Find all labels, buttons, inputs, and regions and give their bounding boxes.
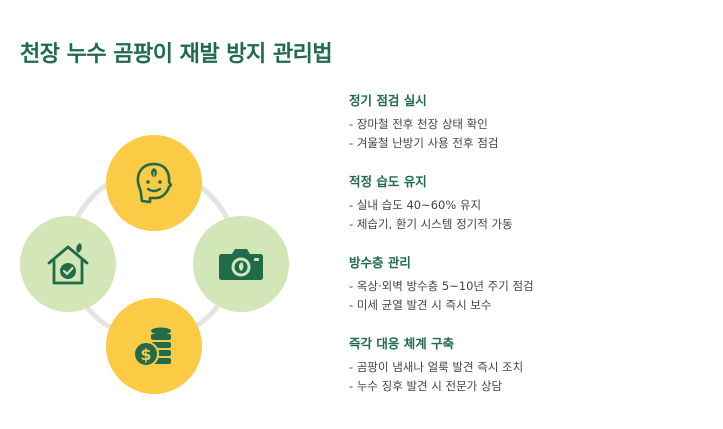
list-item: 장마철 전후 천장 상태 확인: [349, 115, 709, 134]
coins-dollar-icon: $: [133, 327, 171, 367]
page-title: 천장 누수 곰팡이 재발 방지 관리법: [20, 42, 333, 67]
list-item: 누수 징후 발견 시 전문가 상담: [349, 377, 709, 396]
svg-text:$: $: [140, 345, 151, 364]
section-humidity: 적정 습도 유지 실내 습도 40~60% 유지 제습기, 환기 시스템 정기적…: [349, 173, 709, 234]
section-response: 즉각 대응 체계 구축 곰팡이 냄새나 얼룩 발견 즉시 조치 누수 징후 발견…: [349, 335, 709, 396]
section-title: 정기 점검 실시: [349, 93, 427, 108]
camera-icon: [219, 249, 263, 280]
list-item: 겨울철 난방기 사용 전후 점검: [349, 134, 709, 153]
section-list: 곰팡이 냄새나 얼룩 발견 즉시 조치 누수 징후 발견 시 전문가 상담: [349, 358, 709, 396]
section-inspection: 정기 점검 실시 장마철 전후 천장 상태 확인 겨울철 난방기 사용 전후 점…: [349, 92, 709, 153]
section-list: 옥상·외벽 방수층 5~10년 주기 점검 미세 균열 발견 시 즉시 보수: [349, 277, 709, 315]
section-title: 방수층 관리: [349, 255, 411, 270]
list-item: 실내 습도 40~60% 유지: [349, 196, 709, 215]
list-item: 옥상·외벽 방수층 5~10년 주기 점검: [349, 277, 709, 296]
cycle-diagram: $: [0, 0, 330, 429]
cycle-node-bottom: $: [106, 298, 202, 394]
section-title: 적정 습도 유지: [349, 174, 427, 189]
list-item: 제습기, 환기 시스템 정기적 가동: [349, 215, 709, 234]
guideline-sections: 정기 점검 실시 장마철 전후 천장 상태 확인 겨울철 난방기 사용 전후 점…: [349, 92, 709, 416]
section-list: 실내 습도 40~60% 유지 제습기, 환기 시스템 정기적 가동: [349, 196, 709, 234]
list-item: 곰팡이 냄새나 얼룩 발견 즉시 조치: [349, 358, 709, 377]
section-waterproofing: 방수층 관리 옥상·외벽 방수층 5~10년 주기 점검 미세 균열 발견 시 …: [349, 254, 709, 315]
cycle-node-right: [193, 216, 289, 312]
cycle-node-left: [20, 216, 116, 312]
section-title: 즉각 대응 체계 구축: [349, 336, 455, 351]
head-with-leaf-icon: [136, 162, 173, 204]
list-item: 미세 균열 발견 시 즉시 보수: [349, 296, 709, 315]
section-list: 장마철 전후 천장 상태 확인 겨울철 난방기 사용 전후 점검: [349, 115, 709, 153]
cycle-node-top: [106, 135, 202, 231]
house-check-icon: [47, 243, 89, 285]
